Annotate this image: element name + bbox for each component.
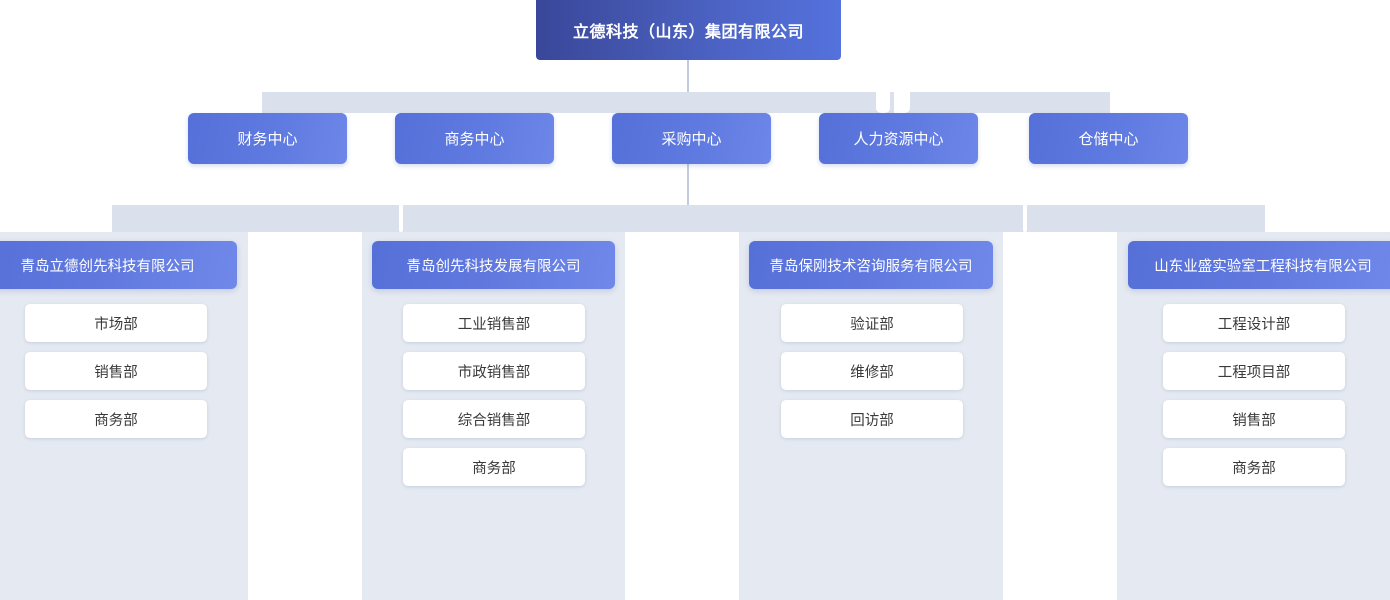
center-node-hr[interactable]: 人力资源中心: [819, 113, 978, 164]
connector-bar-subsidiaries: [112, 205, 1265, 232]
department-node[interactable]: 销售部: [1163, 400, 1345, 438]
department-label: 验证部: [850, 316, 894, 333]
department-node[interactable]: 工程设计部: [1163, 304, 1345, 342]
department-node[interactable]: 市场部: [25, 304, 207, 342]
department-node[interactable]: 商务部: [1163, 448, 1345, 486]
department-node[interactable]: 综合销售部: [403, 400, 585, 438]
department-label: 回访部: [850, 412, 894, 429]
department-label: 工业销售部: [457, 316, 531, 333]
center-node-finance[interactable]: 财务中心: [188, 113, 347, 164]
center-label: 采购中心: [661, 131, 722, 148]
department-node[interactable]: 工业销售部: [403, 304, 585, 342]
subsidiary-header-4[interactable]: 山东业盛实验室工程科技有限公司: [1128, 241, 1390, 289]
department-node[interactable]: 回访部: [781, 400, 963, 438]
center-node-warehouse[interactable]: 仓储中心: [1029, 113, 1188, 164]
department-label: 工程设计部: [1217, 316, 1291, 333]
connector-bar-centers: [262, 92, 1110, 113]
department-node[interactable]: 销售部: [25, 352, 207, 390]
center-node-business[interactable]: 商务中心: [395, 113, 554, 164]
department-label: 工程项目部: [1217, 364, 1291, 381]
root-company-label: 立德科技（山东）集团有限公司: [572, 24, 804, 41]
connector-notch-d: [1023, 205, 1027, 232]
department-list-3: 验证部 维修部 回访部: [781, 304, 963, 448]
subsidiaries-row: 青岛立德创先科技有限公司 青岛创先科技发展有限公司 青岛保刚技术咨询服务有限公司…: [0, 232, 1390, 600]
department-node[interactable]: 市政销售部: [403, 352, 585, 390]
connector-notch-b: [894, 92, 910, 113]
department-label: 商务部: [94, 412, 138, 429]
root-company-node[interactable]: 立德科技（山东）集团有限公司: [536, 0, 841, 60]
department-label: 维修部: [850, 364, 894, 381]
department-list-2: 工业销售部 市政销售部 综合销售部 商务部: [403, 304, 585, 496]
department-node[interactable]: 商务部: [25, 400, 207, 438]
center-label: 商务中心: [444, 131, 505, 148]
department-node[interactable]: 维修部: [781, 352, 963, 390]
centers-row: 财务中心 商务中心 采购中心 人力资源中心 仓储中心: [0, 113, 1390, 169]
center-label: 仓储中心: [1078, 131, 1139, 148]
department-label: 综合销售部: [457, 412, 531, 429]
department-label: 销售部: [1232, 412, 1276, 429]
department-label: 商务部: [472, 460, 516, 477]
department-label: 销售部: [94, 364, 138, 381]
subsidiary-header-3[interactable]: 青岛保刚技术咨询服务有限公司: [749, 241, 993, 289]
department-node[interactable]: 工程项目部: [1163, 352, 1345, 390]
department-node[interactable]: 验证部: [781, 304, 963, 342]
subsidiary-header-2[interactable]: 青岛创先科技发展有限公司: [372, 241, 615, 289]
subsidiary-name: 山东业盛实验室工程科技有限公司: [1154, 258, 1372, 275]
subsidiary-name: 青岛立德创先科技有限公司: [20, 258, 195, 275]
connector-notch-a: [876, 92, 890, 113]
department-label: 商务部: [1232, 460, 1276, 477]
department-label: 市政销售部: [457, 364, 531, 381]
subsidiary-name: 青岛创先科技发展有限公司: [406, 258, 581, 275]
subsidiary-name: 青岛保刚技术咨询服务有限公司: [769, 258, 973, 275]
subsidiary-header-1[interactable]: 青岛立德创先科技有限公司: [0, 241, 237, 289]
department-list-1: 市场部 销售部 商务部: [25, 304, 207, 448]
connector-notch-c: [399, 205, 403, 232]
department-node[interactable]: 商务部: [403, 448, 585, 486]
center-label: 财务中心: [237, 131, 298, 148]
department-list-4: 工程设计部 工程项目部 销售部 商务部: [1163, 304, 1345, 496]
department-label: 市场部: [94, 316, 138, 333]
connector-root-stem: [687, 60, 689, 93]
center-label: 人力资源中心: [853, 131, 944, 148]
center-node-procurement[interactable]: 采购中心: [612, 113, 771, 164]
